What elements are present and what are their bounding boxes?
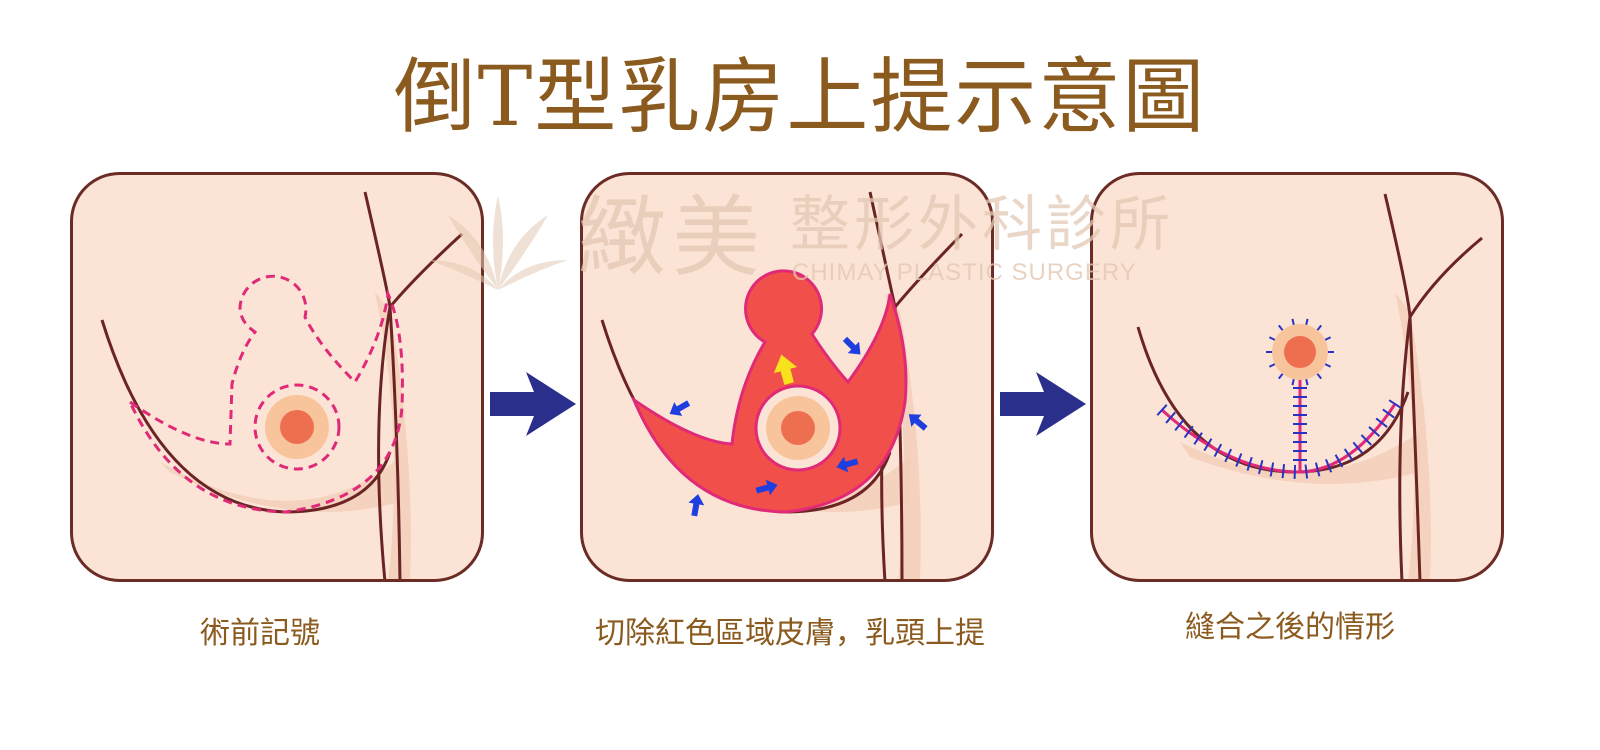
side-contour-inner bbox=[1408, 316, 1422, 581]
excision-illustration bbox=[580, 172, 994, 582]
side-shadow bbox=[885, 292, 921, 581]
push-arrow-icon bbox=[755, 479, 778, 496]
armpit-contour bbox=[1383, 193, 1483, 322]
nipple bbox=[781, 411, 815, 445]
panel-preop bbox=[70, 172, 484, 582]
suture-stitch bbox=[1269, 462, 1275, 477]
suture-stitch bbox=[1323, 362, 1332, 368]
watermark-name-large: 緻美 bbox=[578, 186, 767, 289]
push-arrow-icon bbox=[908, 414, 928, 431]
suture-stitch bbox=[1291, 378, 1295, 386]
panel-border bbox=[580, 172, 994, 582]
suture-stitch bbox=[1174, 418, 1185, 432]
suture-stitches bbox=[1156, 318, 1402, 479]
suture-stitch bbox=[1360, 434, 1372, 446]
nipple bbox=[1284, 336, 1316, 368]
push-arrow-icon bbox=[669, 400, 691, 416]
areola-marking bbox=[253, 383, 341, 471]
suture-stitch bbox=[1235, 453, 1243, 467]
push-arrow-icon bbox=[842, 336, 861, 355]
push-arrow-icon bbox=[688, 494, 705, 517]
panel-sutured bbox=[1090, 172, 1504, 582]
suture-stitch bbox=[1334, 454, 1344, 468]
suture-stitch bbox=[1268, 362, 1277, 368]
side-contour-inner bbox=[388, 306, 402, 581]
breast-shadow bbox=[1180, 432, 1420, 484]
sutured-illustration bbox=[1090, 172, 1504, 582]
excised-area bbox=[630, 269, 908, 514]
suture-stitch bbox=[1382, 408, 1395, 419]
suture-stitch bbox=[1258, 460, 1264, 475]
suture-stitch bbox=[1278, 324, 1284, 332]
suture-stitch bbox=[1305, 378, 1309, 386]
clinic-logo-icon bbox=[428, 195, 568, 290]
page-title: 倒T型乳房上提示意圖 bbox=[393, 50, 1207, 145]
suture-stitch bbox=[1281, 464, 1286, 479]
caption-preop: 術前記號 bbox=[200, 616, 320, 651]
suture-stitch bbox=[1316, 324, 1322, 332]
suture-stitch bbox=[1368, 426, 1381, 437]
suture-stitch bbox=[1268, 336, 1277, 342]
watermark-name-english: CHIMAY PLASTIC SURGERY bbox=[792, 259, 1137, 286]
suture-stitch bbox=[1213, 443, 1223, 457]
suture-stitch bbox=[1343, 448, 1354, 462]
push-arrow-icon bbox=[836, 456, 859, 473]
caption-sutured: 縫合之後的情形 bbox=[1185, 610, 1395, 645]
suture-stitch bbox=[1193, 432, 1203, 445]
suture-stitch bbox=[1305, 318, 1309, 326]
suture-stitch bbox=[1352, 441, 1364, 454]
caption-excision: 切除紅色區域皮膚，乳頭上提 bbox=[595, 616, 985, 651]
panel-border bbox=[1090, 172, 1504, 582]
suture-stitch bbox=[1314, 462, 1321, 477]
panel-border bbox=[70, 172, 484, 582]
preop-illustration bbox=[70, 172, 484, 582]
watermark-name-small: 整形外科診所 bbox=[790, 190, 1174, 260]
nipple bbox=[280, 410, 314, 444]
next-step-arrow-icon bbox=[490, 372, 576, 436]
side-shadow bbox=[375, 292, 411, 581]
incision-markings bbox=[128, 274, 404, 514]
suture-stitch bbox=[1325, 458, 1333, 473]
suture-stitch bbox=[1156, 404, 1168, 416]
suture-stitch bbox=[1316, 372, 1322, 380]
suture-stitch bbox=[1278, 372, 1284, 380]
panel-background bbox=[71, 173, 483, 581]
suture-stitch bbox=[1224, 448, 1233, 463]
breast-shadow bbox=[160, 457, 400, 512]
suture-stitch bbox=[1375, 417, 1388, 428]
suture-stitch bbox=[1246, 456, 1253, 471]
closure-arrows bbox=[669, 336, 928, 517]
suture-stitch bbox=[1304, 464, 1309, 479]
suture-stitch bbox=[1165, 411, 1176, 424]
side-contour bbox=[1398, 316, 1412, 581]
panel-excision bbox=[580, 172, 994, 582]
suture-stitch bbox=[1323, 336, 1332, 342]
suture-stitch bbox=[1291, 318, 1295, 326]
suture-stitch bbox=[1388, 399, 1402, 409]
lift-arrow-icon bbox=[773, 354, 798, 385]
side-shadow bbox=[1395, 292, 1431, 581]
suture-stitch bbox=[1183, 425, 1194, 439]
side-contour bbox=[377, 306, 392, 581]
next-step-arrow-icon bbox=[1000, 372, 1086, 436]
suture-stitch bbox=[1203, 438, 1213, 452]
